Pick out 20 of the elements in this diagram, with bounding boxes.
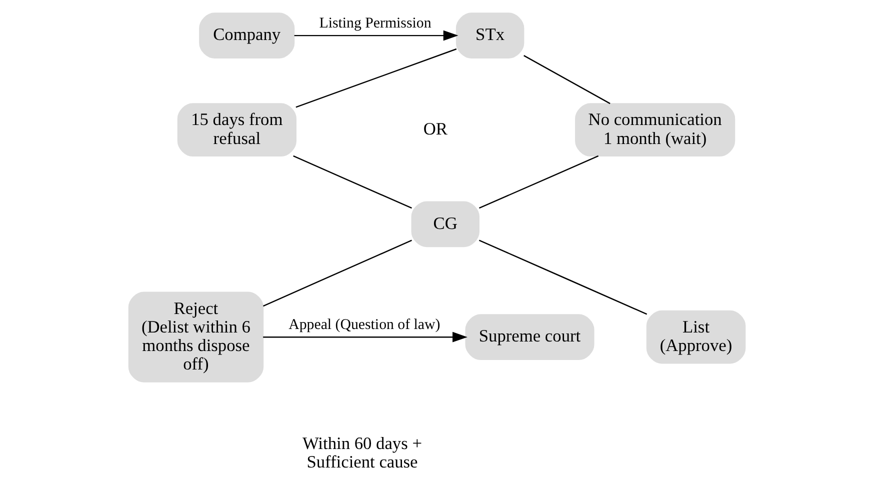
node-box: STx	[456, 12, 524, 59]
arrow	[263, 332, 468, 342]
connector	[478, 240, 648, 315]
node-box: Reject (Delist within 6 months dispose off)	[128, 292, 264, 382]
connector	[478, 155, 599, 209]
arrow	[294, 30, 458, 41]
edge-label: Listing Permission	[319, 16, 432, 32]
connector	[524, 55, 610, 104]
node-box: CG	[411, 201, 480, 248]
edge-label: Appeal (Question of law)	[288, 317, 440, 334]
connector	[296, 48, 457, 108]
node-box: Company	[199, 12, 295, 59]
connector	[293, 155, 412, 209]
node-box: Supreme court	[465, 314, 594, 360]
node-box: List (Approve)	[646, 310, 746, 364]
node-box: No communication 1 month (wait)	[575, 103, 736, 157]
node-box: 15 days from refusal	[177, 103, 296, 157]
label: Within 60 days + Sufficient cause	[302, 434, 422, 472]
label: OR	[423, 119, 448, 138]
connector	[263, 240, 412, 307]
